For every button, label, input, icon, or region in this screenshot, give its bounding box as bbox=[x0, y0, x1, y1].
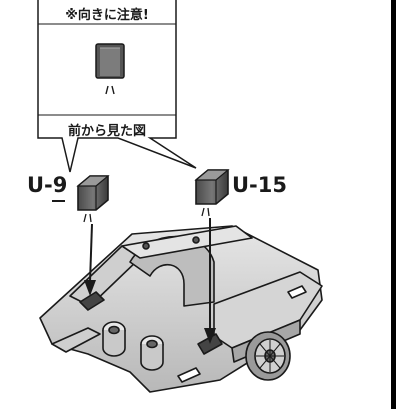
chassis-illustration bbox=[39, 225, 323, 393]
orientation-callout bbox=[37, 0, 197, 173]
part-label-u9: U-9 bbox=[27, 173, 68, 197]
front-view-block-icon bbox=[95, 43, 125, 95]
u9-label-underline bbox=[52, 200, 65, 202]
page-divider bbox=[391, 0, 396, 409]
front-view-caption: 前から見た図 bbox=[67, 124, 146, 139]
part-u15-block bbox=[194, 169, 230, 217]
part-u9-block bbox=[76, 175, 110, 223]
u9-insert-arrow bbox=[84, 223, 96, 296]
wheel bbox=[245, 331, 291, 381]
part-label-u15: U-15 bbox=[232, 173, 287, 197]
u15-insert-arrow bbox=[204, 218, 216, 344]
orientation-warning-title: ※向きに注意! bbox=[65, 8, 149, 23]
